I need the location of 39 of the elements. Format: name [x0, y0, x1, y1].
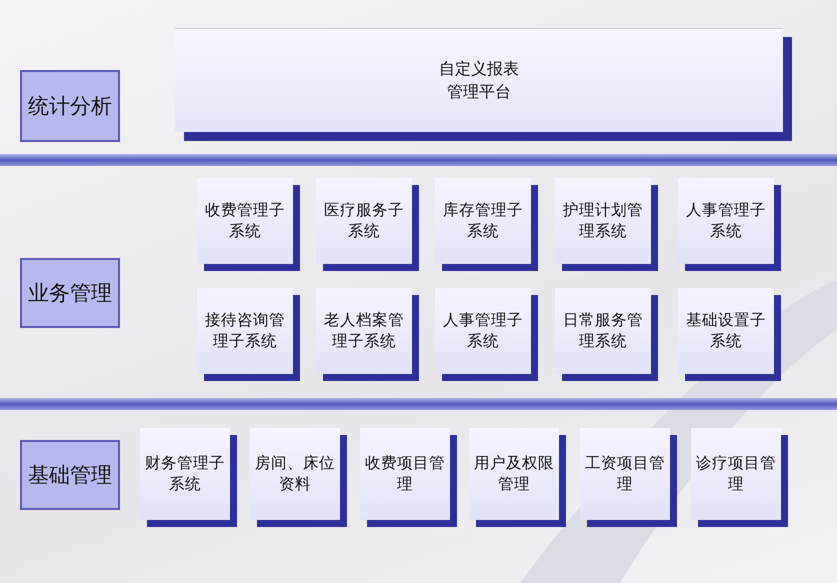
module-box	[580, 428, 670, 520]
module-box	[555, 178, 651, 264]
module-label: 财务管理子系统	[144, 453, 226, 495]
module-box	[316, 288, 412, 374]
category-box	[20, 258, 120, 328]
module-label: 自定义报表管理平台	[439, 58, 519, 102]
module-label: 库存管理子系统	[442, 200, 524, 242]
module-label: 工资项目管理	[584, 453, 666, 495]
module-box	[250, 428, 340, 520]
module-label: 收费管理子系统	[204, 200, 286, 242]
module-box	[435, 288, 531, 374]
module-label: 医疗服务子系统	[324, 200, 404, 242]
category-label: 统计分析	[28, 93, 112, 120]
module-box	[360, 428, 450, 520]
category-box	[20, 70, 120, 142]
module-box	[678, 288, 774, 374]
module-box	[678, 178, 774, 264]
module-label: 老人档案管理子系统	[324, 310, 404, 352]
module-label: 用户及权限管理	[474, 453, 554, 495]
category-box	[20, 440, 120, 510]
module-box	[316, 178, 412, 264]
module-label: 收费项目管理	[364, 453, 446, 495]
module-label: 房间、床位资料	[254, 453, 336, 495]
module-label: 人事管理子系统	[686, 200, 766, 242]
module-box	[435, 178, 531, 264]
module-label: 诊疗项目管理	[696, 453, 776, 495]
module-box	[197, 178, 293, 264]
category-label: 基础管理	[28, 462, 112, 489]
module-label: 日常服务管理系统	[562, 310, 644, 352]
module-box	[691, 428, 781, 520]
module-box	[555, 288, 651, 374]
module-box	[469, 428, 559, 520]
module-label: 护理计划管理系统	[562, 200, 644, 242]
module-box	[140, 428, 230, 520]
module-label: 人事管理子系统	[442, 310, 524, 352]
module-box	[197, 288, 293, 374]
module-label: 接待咨询管理子系统	[204, 310, 286, 352]
module-label: 基础设置子系统	[686, 310, 766, 352]
category-label: 业务管理	[28, 280, 112, 307]
